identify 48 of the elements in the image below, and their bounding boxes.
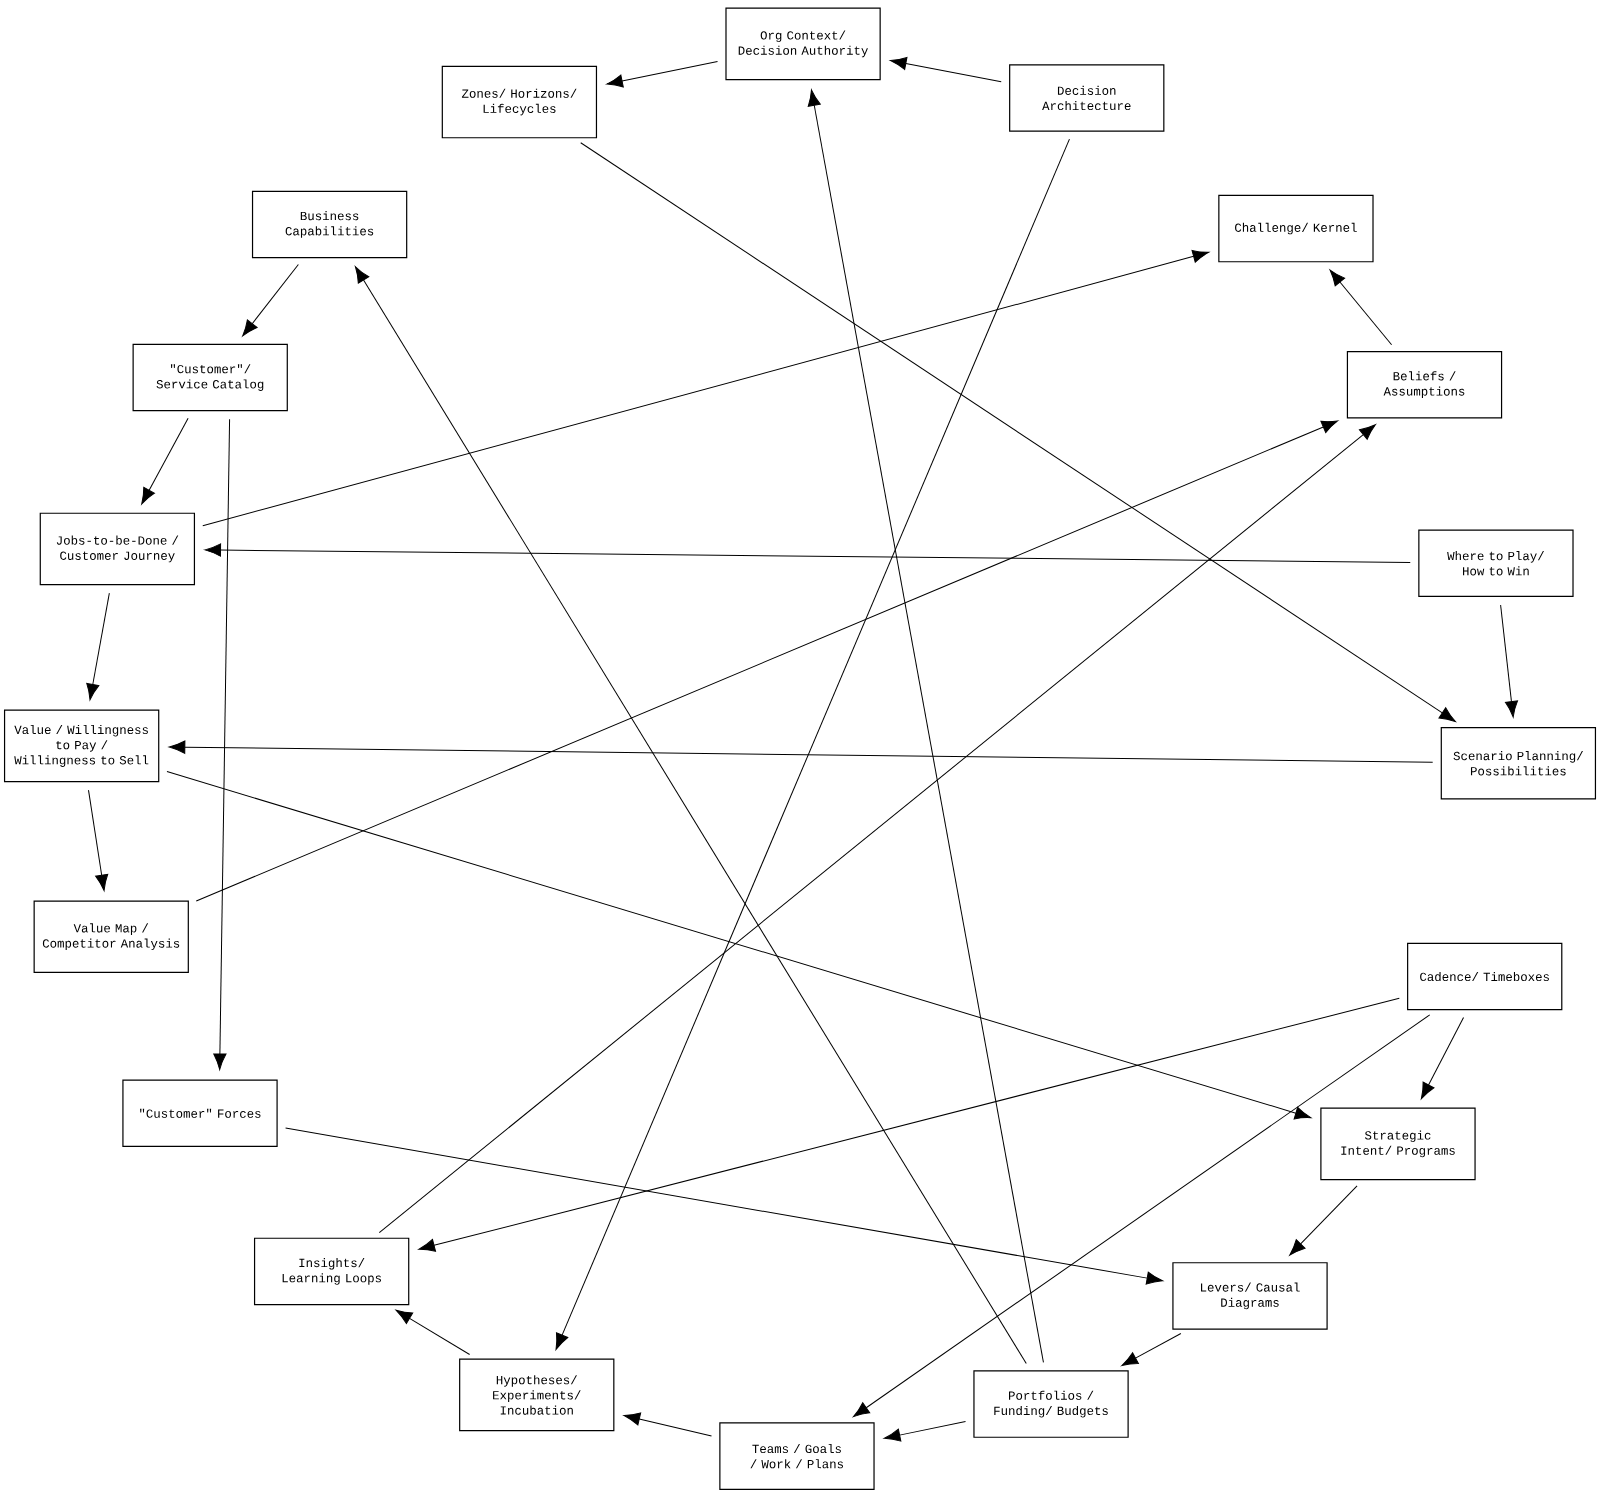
arrow	[204, 543, 1411, 563]
arrow	[555, 138, 1070, 1350]
arrow	[1500, 604, 1519, 718]
process-box: Insights/ Learning Loops	[253, 1237, 410, 1306]
process-box: Teams / Goals / Work / Plans	[719, 1422, 875, 1490]
process-box: Zones/ Horizons/ Lifecycles	[441, 65, 598, 139]
arrow	[853, 1014, 1431, 1418]
arrow	[242, 264, 299, 337]
arrow	[606, 60, 719, 88]
process-box: Levers/ Causal Diagrams	[1172, 1262, 1328, 1330]
arrow	[202, 249, 1210, 527]
process-box: Beliefs / Assumptions	[1346, 350, 1503, 419]
process-box: Strategic Intent/ Programs	[1320, 1107, 1476, 1181]
arrow	[418, 997, 1400, 1252]
arrow	[580, 142, 1456, 722]
arrow	[1121, 1333, 1182, 1367]
process-box: "Customer" Forces	[122, 1079, 278, 1147]
arrow	[168, 740, 1434, 763]
process-box: Scenario Planning/ Possibilities	[1440, 726, 1597, 800]
process-box: Value / Willingness to Pay / Willingness to Sell	[3, 709, 160, 783]
arrow	[141, 417, 189, 505]
arrow	[1420, 1016, 1465, 1100]
process-box: Jobs-to-be-Done / Customer Journey	[39, 512, 196, 586]
process-box: Where to Play/ How to Win	[1418, 529, 1574, 597]
process-box: Org Context/ Decision Authority	[725, 7, 881, 81]
arrow	[883, 1421, 966, 1442]
process-box: Cadence/ Timeboxes	[1407, 942, 1563, 1011]
arrow	[1329, 269, 1393, 346]
process-box: Value Map / Competitor Analysis	[33, 900, 189, 974]
process-box: Hypotheses/ Experiments/ Incubation	[459, 1358, 615, 1432]
process-box: Decision Architecture	[1009, 64, 1165, 132]
arrow	[195, 420, 1339, 902]
arrow	[395, 1309, 471, 1355]
arrow	[86, 592, 110, 701]
process-box: Challenge/ Kernel	[1218, 194, 1374, 263]
process-box: "Customer"/ Service Catalog	[132, 343, 288, 412]
arrow	[166, 771, 1312, 1120]
arrow	[354, 266, 1027, 1364]
arrow	[1289, 1185, 1358, 1256]
arrow	[88, 789, 109, 892]
arrow	[807, 89, 1044, 1363]
arrow	[623, 1412, 712, 1437]
process-box: Portfolios / Funding/ Budgets	[973, 1370, 1129, 1438]
arrow	[890, 56, 1002, 83]
arrow	[378, 424, 1376, 1234]
arrow	[285, 1127, 1163, 1285]
arrow	[213, 418, 231, 1070]
process-box: Business Capabilities	[251, 190, 408, 259]
